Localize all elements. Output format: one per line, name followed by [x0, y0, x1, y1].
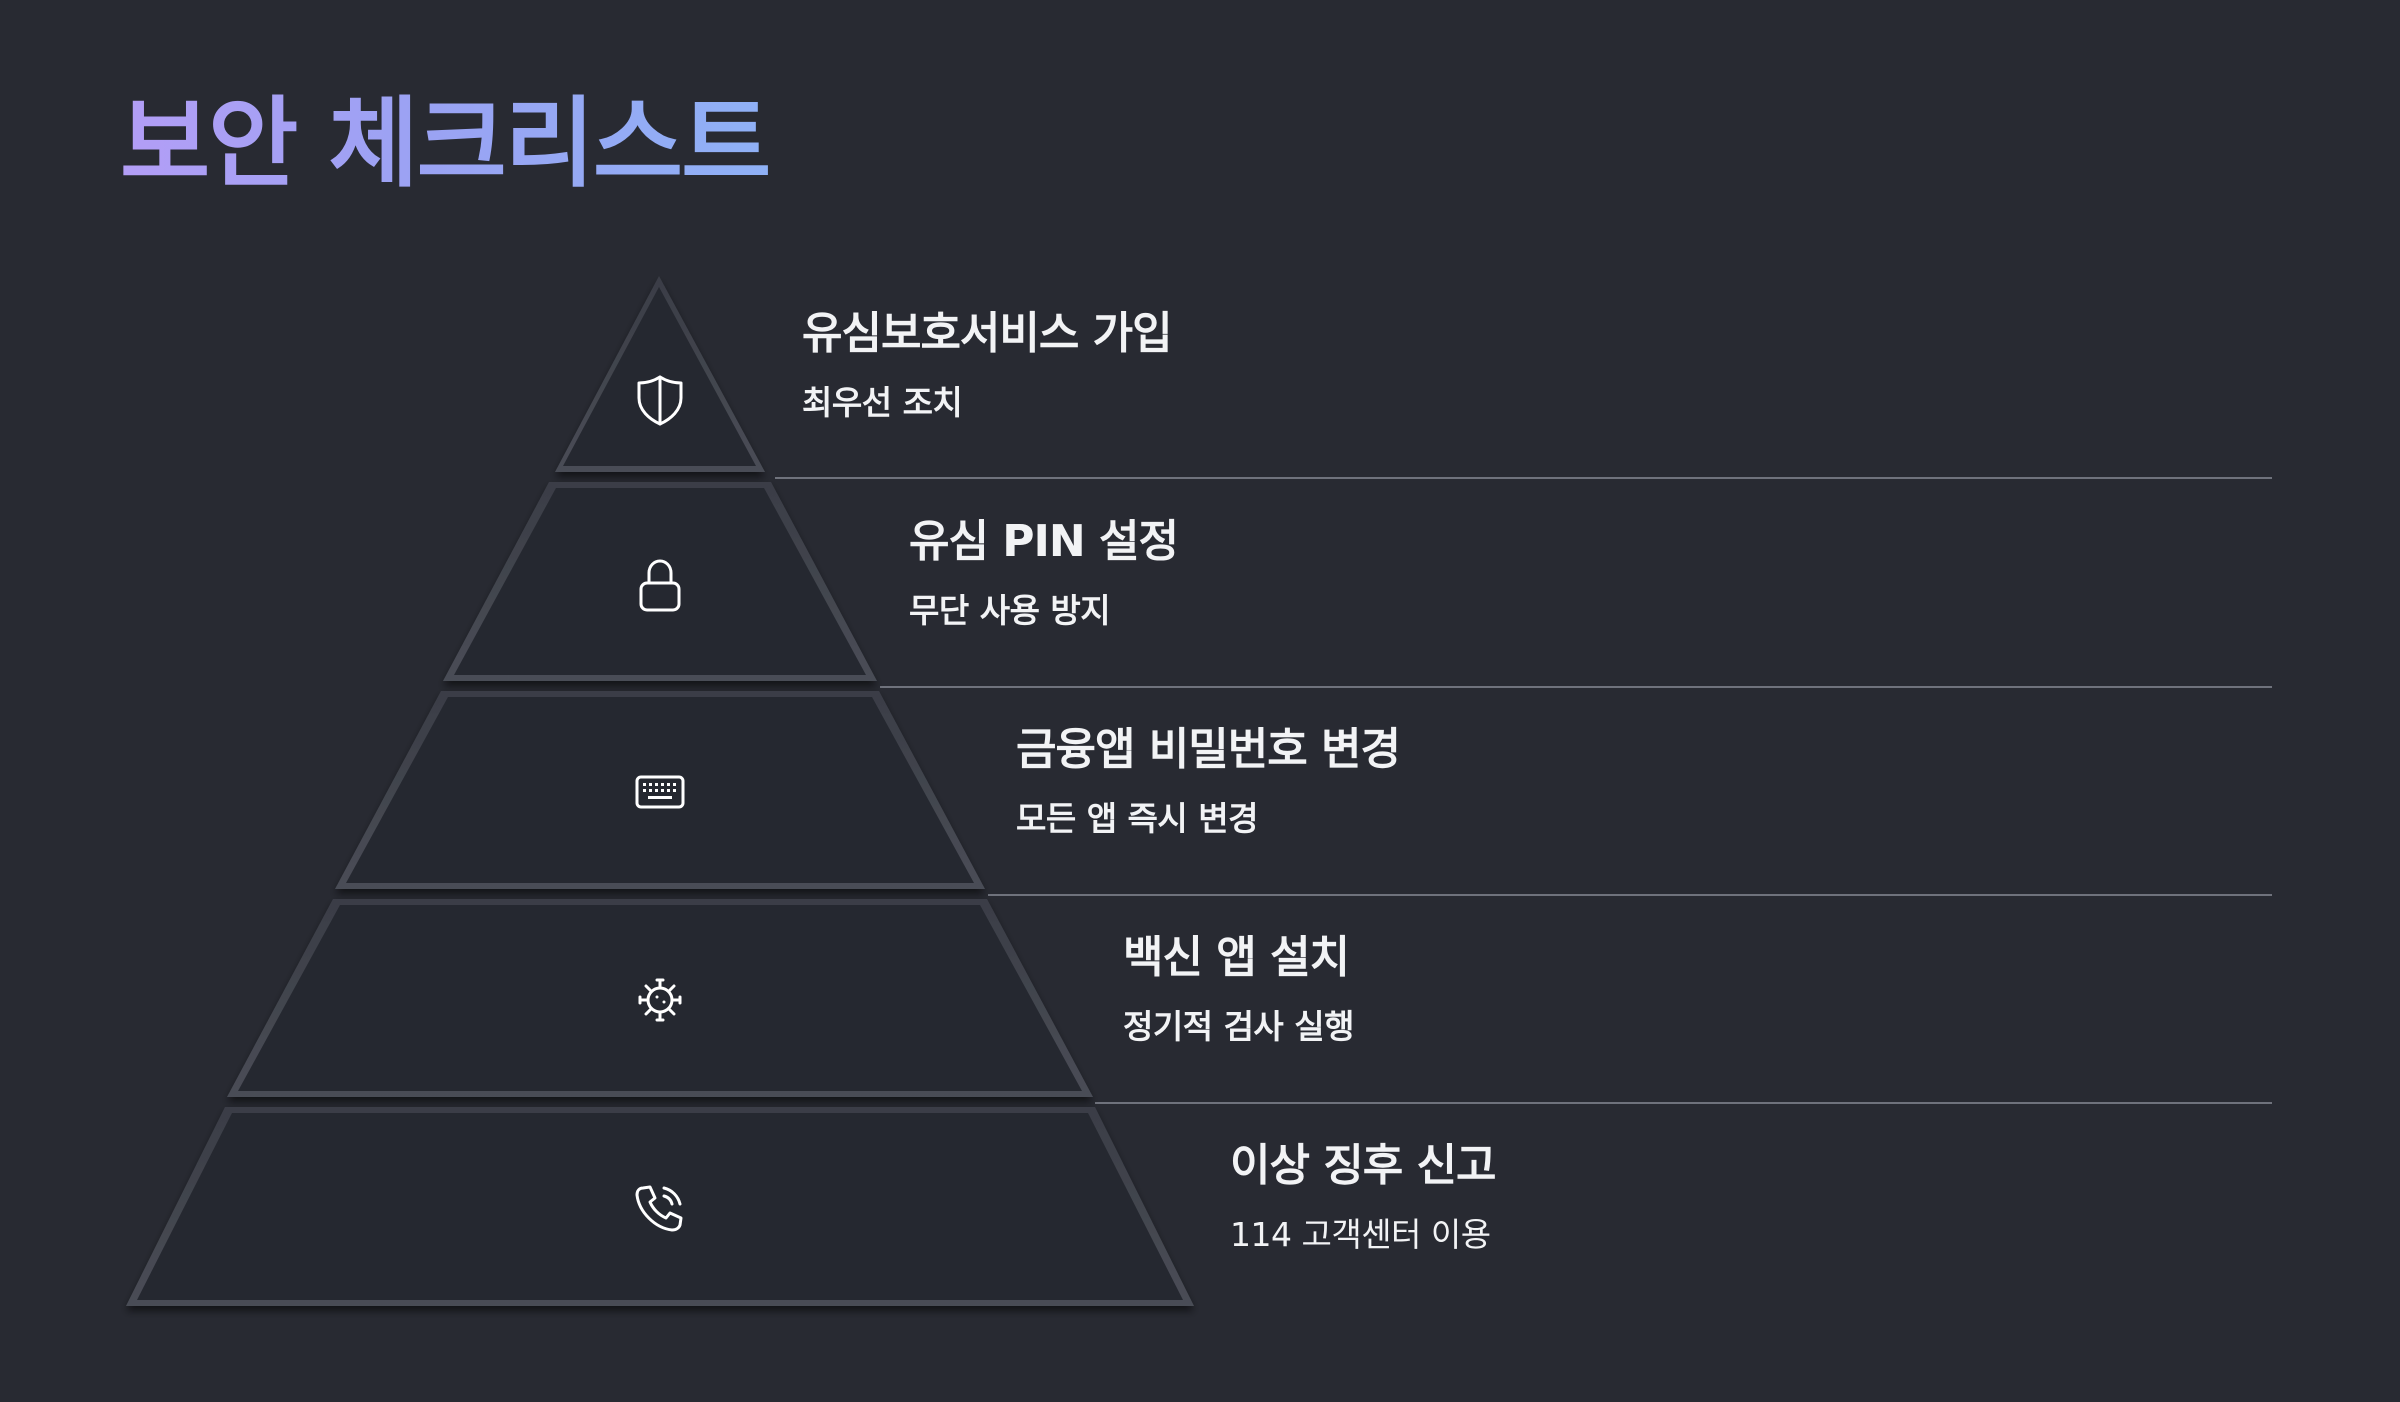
tier-4-title: 백신 앱 설치	[1123, 932, 1350, 983]
tier-5-text: 이상 징후 신고 114 고객센터 이용	[1230, 1140, 1497, 1254]
pyramid-tier-2	[443, 482, 877, 681]
lock-icon	[639, 559, 681, 612]
tier-1-title: 유심보호서비스 가입	[802, 308, 1173, 359]
pyramid-tier-5	[126, 1107, 1194, 1306]
tier-3-text: 금융앱 비밀번호 변경 모든 앱 즉시 변경	[1016, 724, 1401, 838]
tier-4-text: 백신 앱 설치 정기적 검사 실행	[1123, 932, 1355, 1046]
tier-5-desc: 114 고객센터 이용	[1230, 1214, 1491, 1254]
tier-1-desc: 최우선 조치	[802, 382, 963, 422]
phone-call-icon	[635, 1185, 683, 1232]
tier-3-title: 금융앱 비밀번호 변경	[1016, 724, 1401, 775]
tier-5-title: 이상 징후 신고	[1230, 1140, 1497, 1191]
shield-icon	[637, 375, 683, 426]
tier-2-text: 유심 PIN 설정 무단 사용 방지	[909, 516, 1179, 630]
pyramid-tier-1	[555, 276, 765, 472]
virus-icon	[638, 978, 682, 1022]
pyramid-tier-4	[227, 899, 1093, 1097]
page-title: 보안 체크리스트	[120, 87, 771, 201]
tier-1-text: 유심보호서비스 가입 최우선 조치	[802, 308, 1173, 422]
tier-4-desc: 정기적 검사 실행	[1123, 1006, 1355, 1046]
pyramid-tier-3	[335, 691, 985, 889]
tier-2-title: 유심 PIN 설정	[909, 516, 1179, 567]
keyboard-icon	[635, 775, 685, 809]
tier-3-desc: 모든 앱 즉시 변경	[1016, 798, 1258, 838]
tier-2-desc: 무단 사용 방지	[909, 590, 1111, 630]
